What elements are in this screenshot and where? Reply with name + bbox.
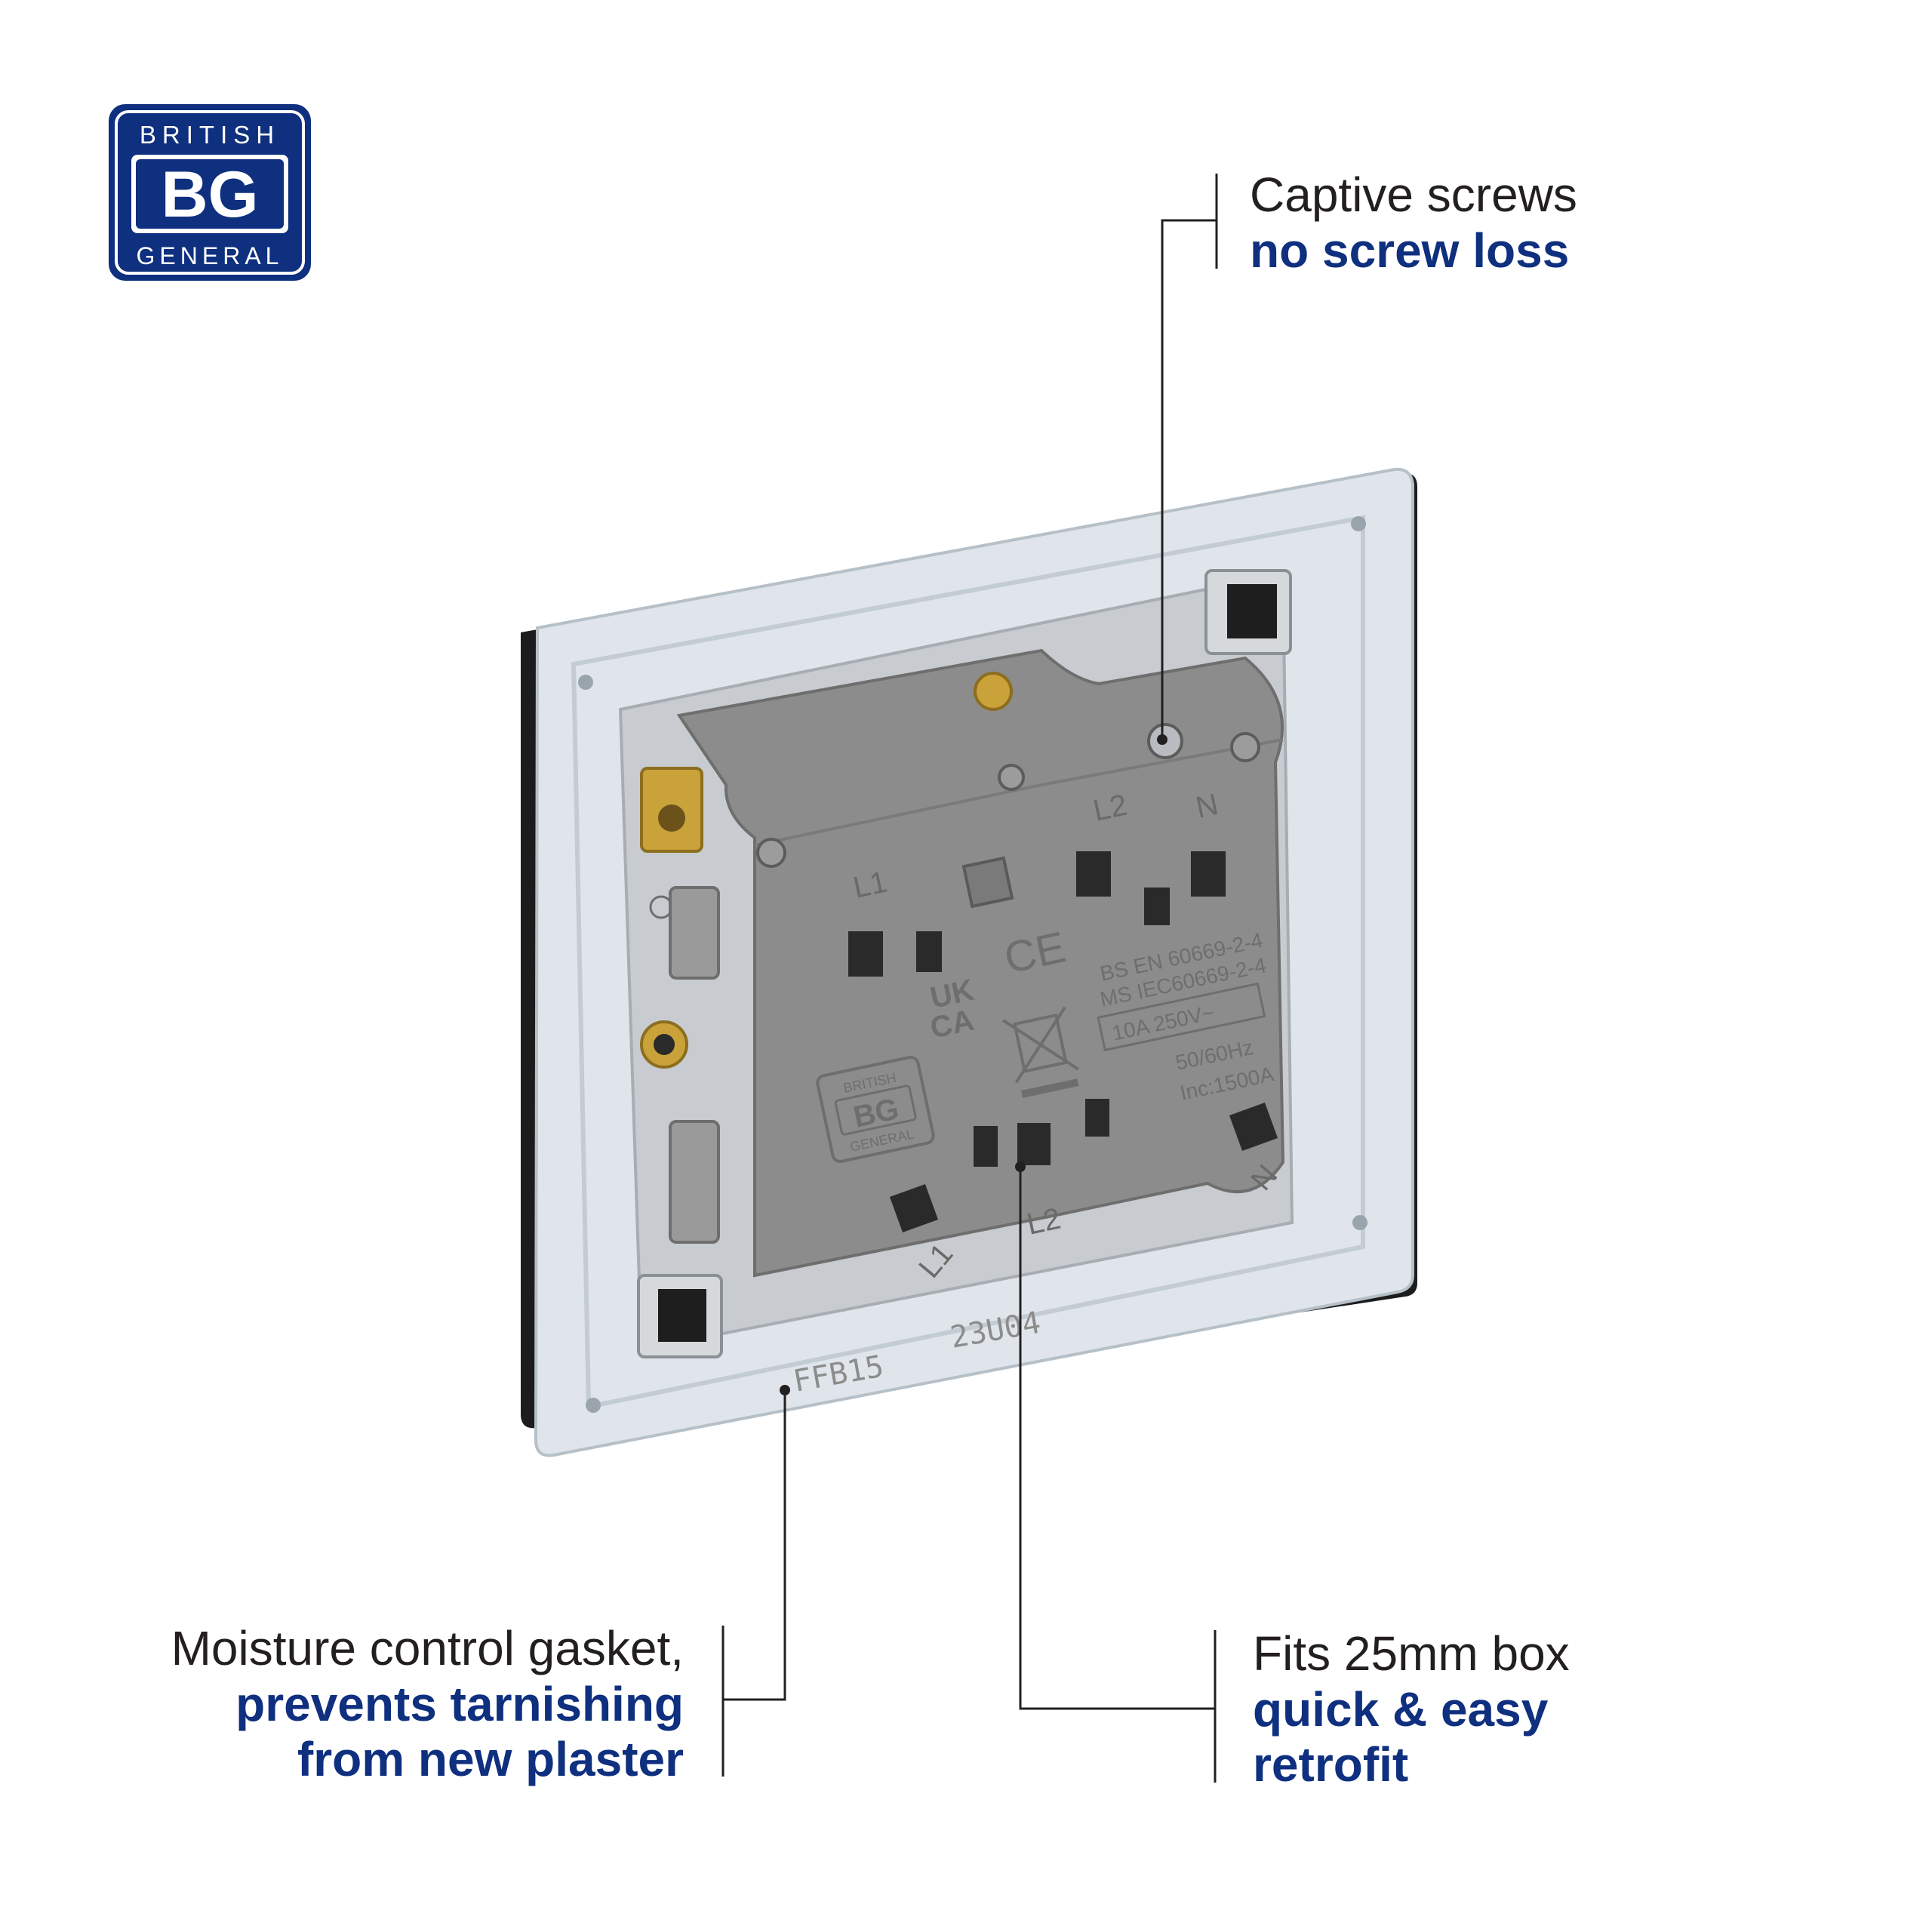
callout-gasket-line1: Moisture control gasket, [171, 1621, 684, 1675]
weee-bin-icon [1001, 1006, 1079, 1098]
callout-moisture-gasket: Moisture control gasket, prevents tarnis… [75, 1621, 684, 1788]
callout-box-line3: retrofit [1253, 1737, 1409, 1792]
callout-screws-line2: no screw loss [1250, 223, 1570, 278]
marking-l2-top: L2 [1091, 789, 1131, 828]
marking-l1-top: L1 [851, 866, 891, 905]
fixing-hole [1351, 516, 1366, 531]
switch-product: L1 L2 N L1 L2 N UK CA CE BS EN 60669-2-4… [521, 467, 1417, 1457]
callout-gasket-line2: prevents tarnishing [235, 1676, 684, 1731]
marking-l2-bottom: L2 [1024, 1202, 1064, 1241]
bg-logo: BRITISH BG GENERAL [109, 104, 311, 281]
callout-fits-box: Fits 25mm box quick & easy retrofit [1253, 1626, 1570, 1793]
fixing-hole [578, 675, 593, 690]
callout-captive-screws: Captive screws no screw loss [1250, 168, 1577, 278]
callout-box-line1: Fits 25mm box [1253, 1626, 1570, 1681]
logo-bottom-word: GENERAL [137, 242, 284, 269]
leader-screws-link [1161, 219, 1217, 738]
logo-top-word: BRITISH [140, 121, 280, 149]
callout-gasket-line3: from new plaster [297, 1732, 684, 1787]
leader-lines [721, 174, 1218, 1783]
logo-monogram: BG [162, 158, 259, 231]
leader-gasket-link [723, 1392, 786, 1701]
fixing-hole [586, 1398, 601, 1413]
leader-box-link [1019, 1168, 1215, 1710]
callout-screws-line1: Captive screws [1250, 168, 1577, 222]
fixing-hole [1352, 1215, 1367, 1230]
callout-box-line2: quick & easy [1253, 1681, 1549, 1737]
